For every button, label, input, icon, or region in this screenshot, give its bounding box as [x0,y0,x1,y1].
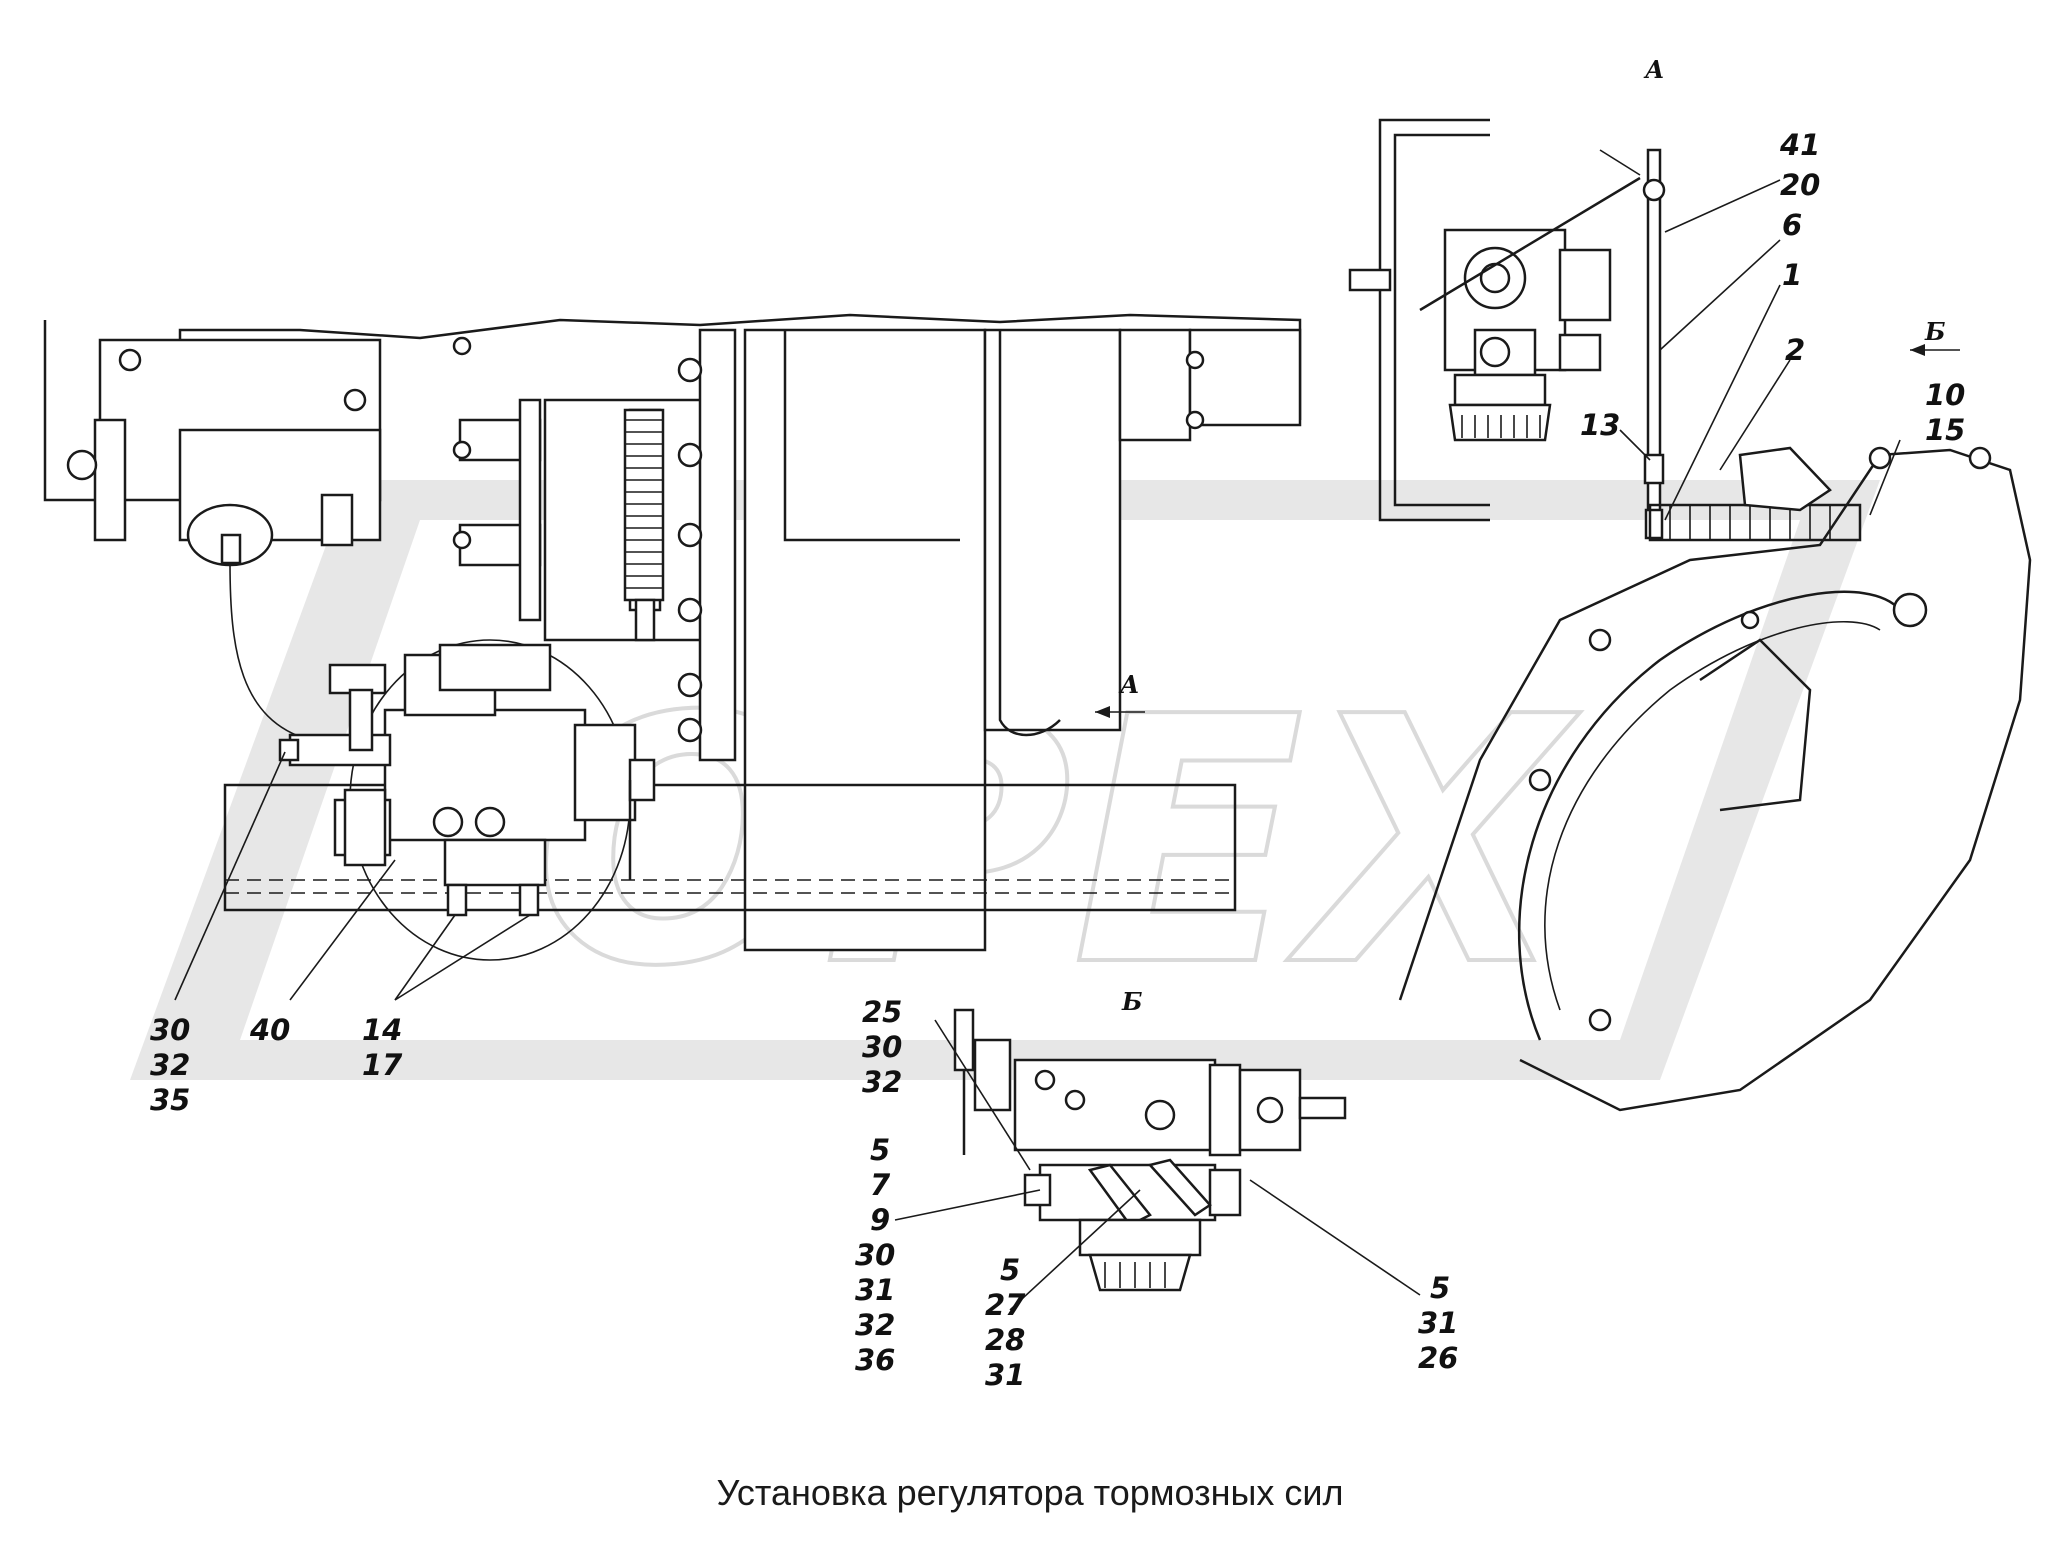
callout-g3-31: 31 [1418,1306,1458,1340]
view-b-arrow-label: Б [1924,317,1946,346]
callout-b-25: 25 [862,995,902,1029]
callout-1: 1 [1782,258,1802,292]
callout-g1-32: 32 [855,1308,895,1342]
callout-2: 2 [1785,333,1805,367]
callout-left-35: 35 [150,1083,190,1117]
callout-6: 6 [1782,208,1802,242]
callout-15: 15 [1925,413,1965,447]
callout-10: 10 [1925,378,1965,412]
callout-g3-26: 26 [1418,1341,1458,1375]
callout-g1-36: 36 [855,1343,895,1377]
callout-g1-5: 5 [870,1133,890,1167]
view-a-inset [1348,118,1666,540]
bell-housing [1398,446,2032,1112]
callout-20: 20 [1780,168,1820,202]
callout-g2-27: 27 [985,1288,1026,1322]
callout-b-30: 30 [862,1030,902,1064]
view-b-title: Б [1121,987,1143,1016]
callout-g1-9: 9 [870,1203,890,1237]
callout-13: 13 [1580,408,1620,442]
view-a-title: А [1643,55,1665,84]
callout-41: 41 [1779,128,1820,162]
figure-caption: Установка регулятора тормозных сил [716,1472,1344,1513]
view-a-arrow-label: А [1118,670,1140,699]
callout-17: 17 [362,1048,403,1082]
callout-b-32: 32 [862,1065,902,1099]
callout-40: 40 [249,1013,290,1047]
callout-g1-31: 31 [855,1273,895,1307]
spring [623,408,665,642]
callout-g1-7: 7 [870,1168,891,1202]
brake-force-regulator [278,639,656,961]
view-arrows [1095,344,1960,718]
view-b-detail [953,1008,1347,1292]
callout-g2-5: 5 [1000,1253,1020,1287]
callout-g3-5: 5 [1430,1271,1450,1305]
callout-g2-28: 28 [985,1323,1025,1357]
callout-g2-31: 31 [985,1358,1025,1392]
callouts: 41 20 6 1 2 10 15 13 30 32 35 40 14 17 2… [150,128,1965,1392]
callout-left-30: 30 [150,1013,190,1047]
frame-assembly [43,313,1302,952]
callout-left-32: 32 [150,1048,190,1082]
bolt-column [118,336,1205,743]
callout-14: 14 [362,1013,402,1047]
callout-g1-30: 30 [855,1238,895,1272]
leader-lines [174,149,1901,1311]
